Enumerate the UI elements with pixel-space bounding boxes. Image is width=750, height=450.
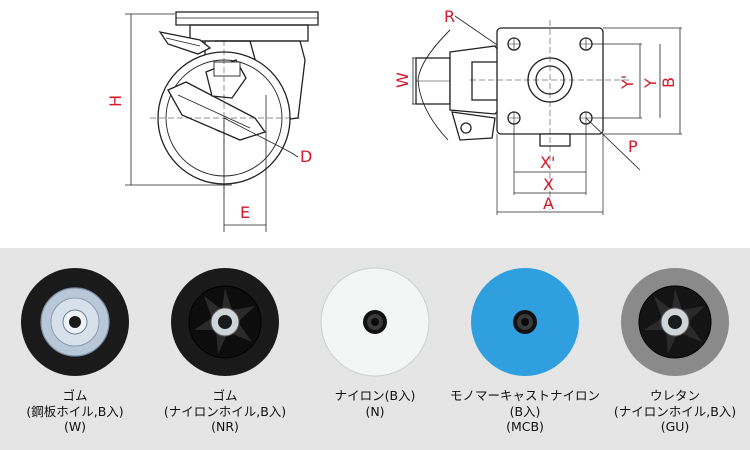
- wheel-image: [621, 268, 729, 376]
- bolt-y-inner-label: Y': [618, 75, 637, 90]
- wheel-item: ナイロン(B入)(N): [300, 248, 450, 450]
- wheel-item: ゴム(鋼板ホイル,B入)(W): [0, 248, 150, 450]
- wheel-image: [320, 267, 430, 377]
- height-label: H: [106, 95, 125, 107]
- wheel-detail: (ナイロンホイル,B入): [613, 403, 737, 419]
- bolt-y-label: Y: [641, 78, 660, 89]
- technical-drawings: H E D: [106, 7, 682, 232]
- top-view-drawing: [412, 15, 682, 215]
- wheel-image: [21, 268, 129, 376]
- wheel-name: ゴム: [62, 388, 88, 403]
- wheel-caption: ゴム(鋼板ホイル,B入)(W): [0, 388, 150, 435]
- wheel-name: モノマーキャストナイロン: [450, 388, 601, 403]
- wheel-caption: モノマーキャストナイロン(B入)(MCB): [450, 388, 600, 435]
- wheel-detail: (N): [365, 403, 385, 419]
- wheel-detail: (B入): [509, 403, 541, 419]
- diameter-label: D: [300, 147, 312, 166]
- plate-a-label: A: [543, 194, 554, 213]
- bolt-x-label: X: [543, 175, 554, 194]
- wheel-item: ウレタン(ナイロンホイル,B入)(GU): [600, 248, 750, 450]
- wheel-name: ゴム: [212, 388, 238, 403]
- wheel-detail: (鋼板ホイル,B入): [26, 403, 124, 419]
- radius-label: R: [444, 7, 455, 26]
- wheel-name: ウレタン: [649, 388, 700, 403]
- wheel-detail: (ナイロンホイル,B入): [163, 403, 287, 419]
- wheel-item: モノマーキャストナイロン(B入)(MCB): [450, 248, 600, 450]
- wheel-code: (NR): [211, 419, 239, 434]
- wheel-caption: ウレタン(ナイロンホイル,B入)(GU): [600, 388, 750, 435]
- offset-label: E: [240, 203, 250, 222]
- side-view-drawing: [125, 11, 319, 232]
- wheel-caption: ゴム(ナイロンホイル,B入)(NR): [150, 388, 300, 435]
- wheel-code: (W): [63, 419, 87, 434]
- bolt-x-inner-label: X': [540, 153, 555, 172]
- width-label: W: [393, 72, 412, 88]
- wheel-code: (GU): [660, 419, 690, 434]
- wheel-code: (MCB): [506, 419, 544, 434]
- wheel-image: [471, 268, 579, 376]
- wheel-caption: ナイロン(B入)(N): [300, 388, 450, 419]
- hole-label: P: [628, 137, 638, 156]
- wheel-types-panel: ゴム(鋼板ホイル,B入)(W)ゴム(ナイロンホイル,B入)(NR)ナイロン(B入…: [0, 248, 750, 450]
- wheel-item: ゴム(ナイロンホイル,B入)(NR): [150, 248, 300, 450]
- plate-b-label: B: [659, 77, 678, 88]
- wheel-image: [171, 268, 279, 376]
- wheel-name: ナイロン(B入): [334, 388, 416, 403]
